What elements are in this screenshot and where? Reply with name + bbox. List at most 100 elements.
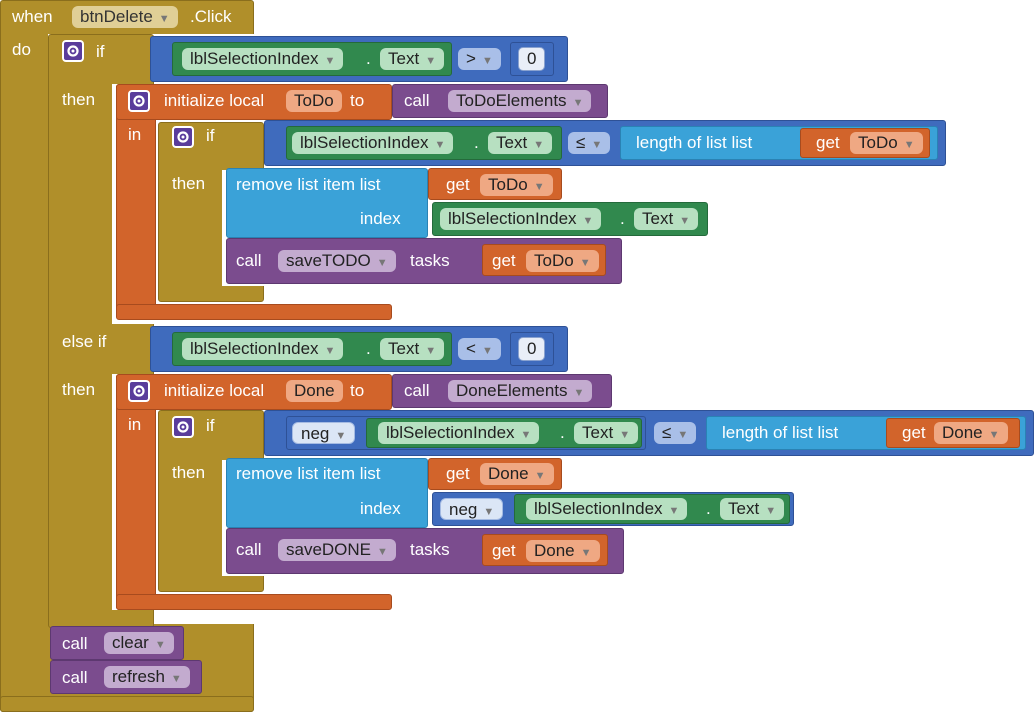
dropdown-arrow-icon[interactable]: ▼ [434,139,446,151]
property-dropdown[interactable]: Text▼ [380,338,445,360]
dropdown-arrow-icon[interactable]: ▼ [582,215,594,227]
dropdown-arrow-icon[interactable]: ▼ [988,429,1000,441]
event-block-bottom [0,696,254,712]
dropdown-arrow-icon[interactable]: ▼ [520,429,532,441]
remove-list-item-block[interactable] [226,168,428,238]
operator-dropdown[interactable]: ≤▼ [654,422,697,444]
operator-dropdown[interactable]: >▼ [458,48,501,70]
init-local-header[interactable] [116,374,392,410]
component-dropdown[interactable]: lblSelectionIndex▼ [182,48,344,70]
dropdown-arrow-icon[interactable]: ▼ [425,345,437,357]
property-dropdown[interactable]: Text▼ [488,132,553,154]
component-dropdown[interactable]: lblSelectionIndex▼ [182,338,344,360]
dropdown-arrow-icon[interactable]: ▼ [533,139,545,151]
var-dropdown[interactable]: Done▼ [480,463,554,485]
component-dropdown[interactable]: btnDelete▼ [72,6,178,28]
dot-label: . [620,209,625,228]
click-event-label: .Click [190,7,232,26]
mutator-gear-icon[interactable] [128,90,150,112]
property-dropdown[interactable]: Text▼ [634,208,699,230]
number-value[interactable]: 0 [518,47,546,71]
dropdown-arrow-icon[interactable]: ▼ [324,55,336,67]
get-label: get [902,423,926,442]
dropdown-arrow-icon[interactable]: ▼ [483,506,495,518]
if-label: if [206,126,215,145]
local-var-name[interactable]: ToDo [286,90,342,112]
dropdown-arrow-icon[interactable]: ▼ [677,429,689,441]
in-label: in [128,125,142,144]
dot-label: . [474,133,479,152]
remove-list-item-block[interactable] [226,458,428,528]
dropdown-arrow-icon[interactable]: ▼ [335,430,347,442]
var-dropdown[interactable]: ToDo▼ [850,132,923,154]
dropdown-arrow-icon[interactable]: ▼ [619,429,631,441]
dropdown-arrow-icon[interactable]: ▼ [668,505,680,517]
component-dropdown[interactable]: lblSelectionIndex▼ [440,208,602,230]
to-label: to [350,91,365,110]
procedure-dropdown[interactable]: saveDONE▼ [278,539,396,561]
dropdown-arrow-icon[interactable]: ▼ [533,181,545,193]
do-label: do [12,40,31,59]
elseif-label: else if [62,332,107,351]
property-dropdown[interactable]: Text▼ [380,48,445,70]
negate-dropdown[interactable]: neg▼ [440,498,504,520]
dropdown-arrow-icon[interactable]: ▼ [903,139,915,151]
mutator-gear-icon[interactable] [62,40,84,62]
get-label: get [492,251,516,270]
var-dropdown[interactable]: ToDo▼ [480,174,553,196]
procedure-dropdown[interactable]: saveTODO▼ [278,250,396,272]
length-of-list-label: length of list list [722,423,839,442]
dropdown-arrow-icon[interactable]: ▼ [679,215,691,227]
then-label: then [172,174,206,193]
dropdown-arrow-icon[interactable]: ▼ [376,257,388,269]
dropdown-arrow-icon[interactable]: ▼ [324,345,336,357]
call-label: call [62,634,88,653]
dropdown-arrow-icon[interactable]: ▼ [481,55,493,67]
number-value[interactable]: 0 [518,337,546,361]
dropdown-arrow-icon[interactable]: ▼ [765,505,777,517]
component-dropdown[interactable]: lblSelectionIndex▼ [292,132,454,154]
dropdown-arrow-icon[interactable]: ▼ [579,257,591,269]
dropdown-arrow-icon[interactable]: ▼ [154,639,166,651]
if-label: if [206,416,215,435]
dropdown-arrow-icon[interactable]: ▼ [158,13,170,25]
property-dropdown[interactable]: Text▼ [574,422,639,444]
call-label: call [236,540,262,559]
init-local-header[interactable] [116,84,392,120]
call-label: call [236,251,262,270]
init-local-block[interactable] [116,374,156,610]
index-label: index [360,209,401,228]
dropdown-arrow-icon[interactable]: ▼ [377,546,388,558]
dropdown-arrow-icon[interactable]: ▼ [481,345,493,357]
operator-dropdown[interactable]: <▼ [458,338,501,360]
get-label: get [492,541,516,560]
dot-label: . [560,423,565,442]
init-local-block[interactable] [116,84,156,318]
dropdown-arrow-icon[interactable]: ▼ [572,97,584,109]
dropdown-arrow-icon[interactable]: ▼ [534,470,546,482]
mutator-gear-icon[interactable] [172,416,194,438]
var-dropdown[interactable]: Done▼ [526,540,600,562]
dropdown-arrow-icon[interactable]: ▼ [573,387,585,399]
procedure-dropdown[interactable]: DoneElements▼ [448,380,593,402]
negate-dropdown[interactable]: neg▼ [292,422,356,444]
get-label: get [446,175,470,194]
dropdown-arrow-icon[interactable]: ▼ [591,139,603,151]
var-dropdown[interactable]: ToDo▼ [526,250,599,272]
dropdown-arrow-icon[interactable]: ▼ [170,673,182,685]
component-dropdown[interactable]: lblSelectionIndex▼ [526,498,688,520]
to-label: to [350,381,365,400]
dropdown-arrow-icon[interactable]: ▼ [425,55,437,67]
component-dropdown[interactable]: lblSelectionIndex▼ [378,422,540,444]
procedure-dropdown[interactable]: ToDoElements▼ [448,90,592,112]
procedure-dropdown[interactable]: clear▼ [104,632,174,654]
procedure-dropdown[interactable]: refresh▼ [104,666,190,688]
mutator-gear-icon[interactable] [128,380,150,402]
then-label: then [62,90,96,109]
property-dropdown[interactable]: Text▼ [720,498,785,520]
local-var-name[interactable]: Done [286,380,343,402]
var-dropdown[interactable]: Done▼ [934,422,1008,444]
dropdown-arrow-icon[interactable]: ▼ [580,547,592,559]
mutator-gear-icon[interactable] [172,126,194,148]
operator-dropdown[interactable]: ≤▼ [568,132,611,154]
